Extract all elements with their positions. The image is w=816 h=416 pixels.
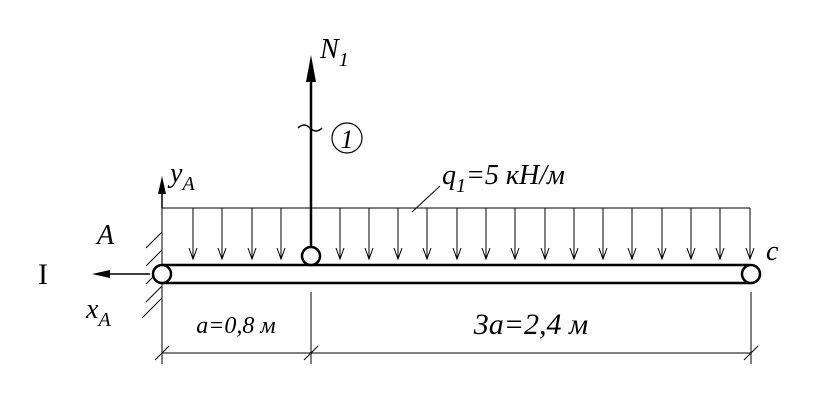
load-arrowhead [364,247,374,261]
load-arrowhead [715,247,725,261]
force-N1-arrowhead [306,55,316,82]
rod-number: 1 [341,125,354,154]
dimension-3a-label: 3a=2,4 м [473,308,588,341]
dimension-lines [154,292,759,364]
hinge-A [151,263,173,285]
reaction-yA-arrowhead [158,176,166,194]
hinge-C [740,263,762,285]
rod-break-mark [297,124,323,132]
load-arrows [188,208,755,261]
load-arrowhead [657,247,667,261]
load-arrowhead [335,247,345,261]
hinge-B [300,245,322,267]
load-arrowhead [745,247,755,261]
point-A-label: A [95,220,115,251]
reaction-xA-label: xA [85,294,111,331]
load-arrowhead [276,247,286,261]
force-N1-label: N1 [319,34,349,71]
load-arrowhead [510,247,520,261]
reaction-yA-label: yA [167,158,195,195]
load-arrowhead [188,247,198,261]
load-arrowhead [247,247,257,261]
point-C-label: c [766,236,779,267]
load-arrowhead [481,247,491,261]
load-arrowhead [598,247,608,261]
load-arrowhead [686,247,696,261]
rod-number-circle [331,122,363,154]
load-arrowhead [569,247,579,261]
load-arrowhead [452,247,462,261]
section-I-label: I [38,258,48,291]
load-q-label: q1=5 кН/м [442,160,565,197]
load-arrowhead [540,247,550,261]
load-leader [411,185,441,213]
load-arrowhead [422,247,432,261]
load-arrowhead [393,247,403,261]
beam [162,263,750,285]
load-arrowhead [217,247,227,261]
dimension-a-label: a=0,8 м [196,313,276,339]
reaction-xA-arrowhead [92,270,110,278]
load-arrowhead [627,247,637,261]
